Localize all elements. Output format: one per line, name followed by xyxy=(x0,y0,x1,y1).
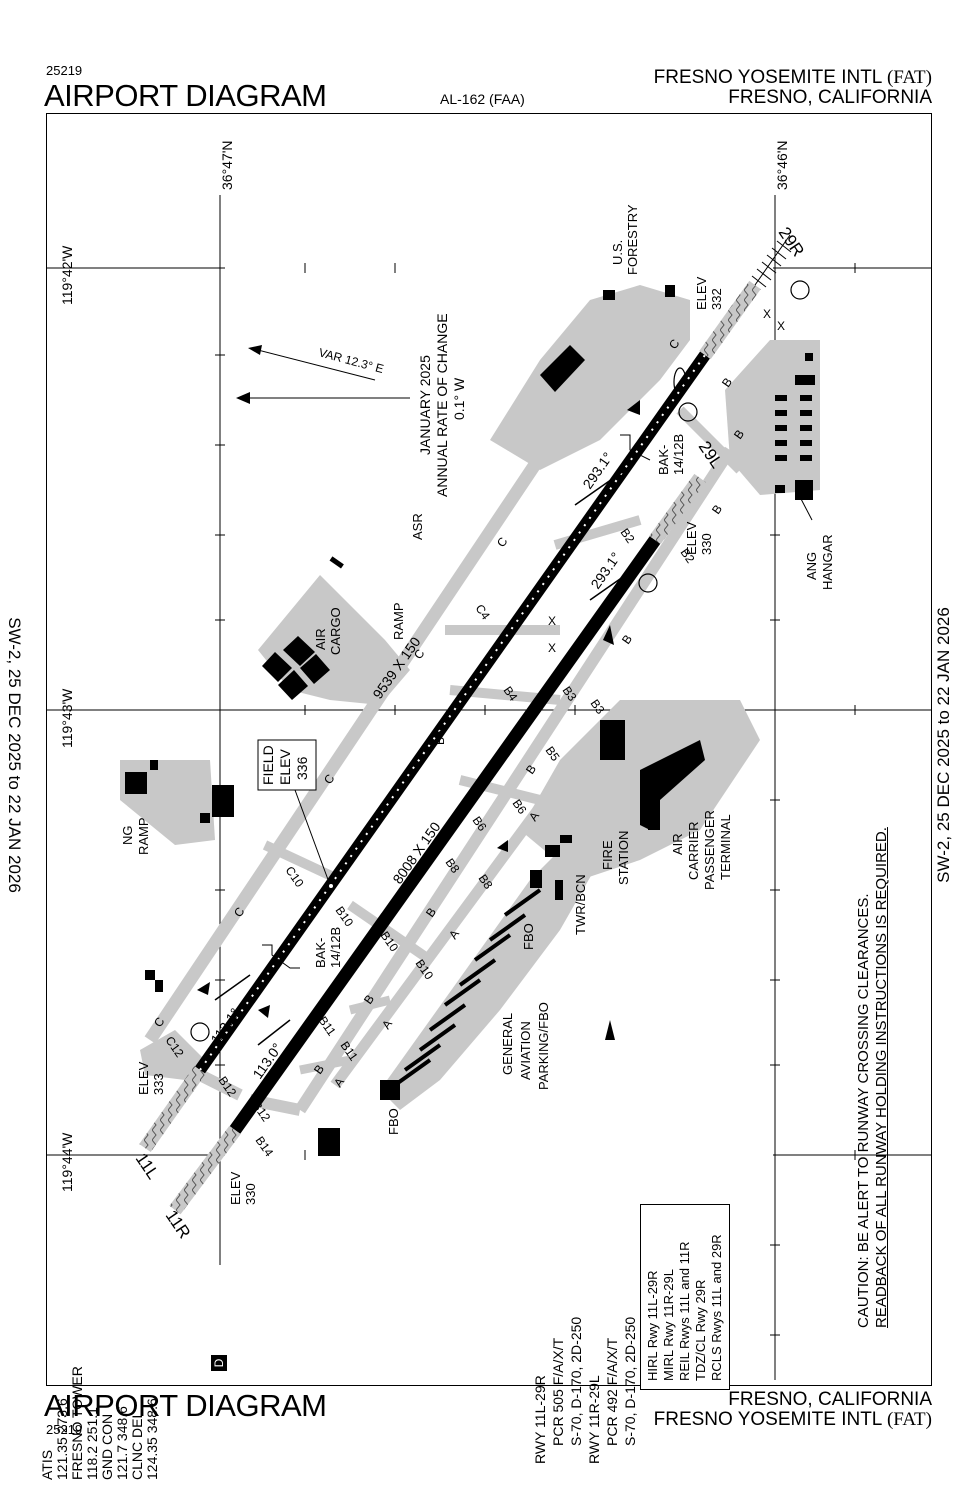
svg-text:B: B xyxy=(709,502,725,517)
airport-footer: FRESNO, CALIFORNIA FRESNO YOSEMITE INTL … xyxy=(654,1390,932,1430)
lon-b-label: 119°43'W xyxy=(59,688,75,748)
magnetic-variation: VAR 12.3° E JANUARY 2025 ANNUAL RATE OF … xyxy=(236,313,467,497)
elev-value-11l: 333 xyxy=(151,1073,166,1095)
svg-text:U.S.: U.S. xyxy=(610,240,625,265)
svg-text:B6: B6 xyxy=(433,730,447,745)
svg-text:14/12B: 14/12B xyxy=(328,927,343,968)
field-elev-value: 336 xyxy=(294,756,310,780)
airport-name-bottom: FRESNO YOSEMITE INTL xyxy=(653,1408,882,1430)
runway-11l-29r[interactable] xyxy=(139,280,761,1153)
chart-number-top: 25219 xyxy=(46,63,83,78)
caution-note: CAUTION: BE ALERT TO RUNWAY CROSSING CLE… xyxy=(855,827,890,1328)
svg-text:B3: B3 xyxy=(588,697,608,717)
svg-text:FIRE: FIRE xyxy=(600,840,615,870)
svg-text:X: X xyxy=(548,641,556,655)
runway-strength-block: RWY 11L-29R PCR 505 F/A/X/T S-70, D-170,… xyxy=(532,1316,638,1464)
lon-c-label: 119°44'W xyxy=(59,1132,75,1192)
field-elev-line1: FIELD xyxy=(260,745,276,785)
dlink-badge: D xyxy=(211,1355,227,1371)
svg-text:FORESTRY: FORESTRY xyxy=(625,204,640,275)
beacon-icons xyxy=(197,400,640,1040)
svg-text:FBO: FBO xyxy=(386,1108,401,1135)
svg-text:NG: NG xyxy=(120,826,135,846)
field-elev-line2: ELEV xyxy=(277,749,293,785)
svg-text:GENERAL: GENERAL xyxy=(500,1013,515,1075)
elev-label-11r: ELEV xyxy=(228,1171,243,1205)
elev-label-11l: ELEV xyxy=(136,1061,151,1095)
hot-spot-x: X X X X xyxy=(548,307,785,655)
approach-lights-29r xyxy=(751,234,792,288)
svg-text:STATION: STATION xyxy=(616,831,631,885)
svg-text:B: B xyxy=(619,632,635,647)
ang-parking xyxy=(775,395,812,461)
svg-text:C4: C4 xyxy=(473,602,493,623)
airport-id: (FAT) xyxy=(886,67,932,88)
elev-value-11r: 330 xyxy=(243,1183,258,1205)
elev-label-29l: ELEV xyxy=(684,521,699,555)
heading-arrows xyxy=(214,469,641,1046)
svg-text:TERMINAL: TERMINAL xyxy=(718,814,733,880)
svg-text:AVIATION: AVIATION xyxy=(518,1021,533,1080)
frequency-block: ATIS 121.35 273.6 FRESNO TOWER 118.2 251… xyxy=(39,1366,160,1480)
svg-text:PASSENGER: PASSENGER xyxy=(702,810,717,890)
elev-value-29l: 330 xyxy=(699,533,714,555)
svg-text:AIR: AIR xyxy=(670,833,685,855)
svg-text:14/12B: 14/12B xyxy=(671,434,686,475)
svg-text:ASR: ASR xyxy=(410,513,425,540)
svg-text:BAK-: BAK- xyxy=(656,445,671,475)
svg-text:PARKING/FBO: PARKING/FBO xyxy=(536,1002,551,1090)
chart-title-bottom: AIRPORT DIAGRAM xyxy=(44,1388,327,1423)
svg-text:X: X xyxy=(763,307,771,321)
mag-var-label: VAR 12.3° E xyxy=(317,345,385,376)
agency-code: AL-162 (FAA) xyxy=(440,91,525,107)
arresting-gear: BAK- 14/12B BAK- 14/12B xyxy=(262,434,686,969)
field-elevation-box: FIELD ELEV 336 xyxy=(257,739,334,889)
svg-text:C: C xyxy=(494,534,511,549)
ils-markers xyxy=(190,280,810,1042)
svg-text:RAMP: RAMP xyxy=(136,817,151,855)
runway-11r-29l[interactable] xyxy=(169,473,706,1215)
facility-labels: U.S. FORESTRY AIR CARGO RAMP ASR NG RAMP… xyxy=(120,204,835,1135)
diagram-frame xyxy=(46,113,932,1386)
chart-title-top: AIRPORT DIAGRAM xyxy=(44,78,327,113)
mag-date: JANUARY 2025 xyxy=(417,355,433,455)
lat-south-label: 36°46'N xyxy=(774,140,790,190)
svg-text:FBO: FBO xyxy=(521,923,536,950)
city-state-bottom: FRESNO, CALIFORNIA xyxy=(728,1389,932,1410)
runway-end-11r: 11R xyxy=(162,1207,194,1242)
svg-text:BAK-: BAK- xyxy=(313,938,328,968)
svg-text:ANG: ANG xyxy=(804,552,819,580)
airport-id-bottom: (FAT) xyxy=(886,1408,932,1430)
svg-text:B14: B14 xyxy=(253,1134,277,1160)
svg-text:RAMP: RAMP xyxy=(391,602,406,640)
city-state: FRESNO, CALIFORNIA xyxy=(728,86,932,108)
lat-north-label: 36°47'N xyxy=(219,140,235,190)
buildings xyxy=(125,285,815,1156)
svg-text:HANGAR: HANGAR xyxy=(820,534,835,590)
svg-text:AIR: AIR xyxy=(313,628,328,650)
lighting-box: HIRL Rwy 11L-29R MIRL Rwy 11R-29L REIL R… xyxy=(640,1204,730,1390)
chart-number-bottom: 25219 xyxy=(46,1422,83,1437)
mag-rate-value: 0.1° W xyxy=(451,377,467,420)
svg-text:X: X xyxy=(548,614,556,628)
lon-a-label: 119°42'W xyxy=(59,245,75,305)
svg-text:CARRIER: CARRIER xyxy=(686,821,701,880)
airport-header: FRESNO YOSEMITE INTL (FAT) FRESNO, CALIF… xyxy=(654,68,932,108)
svg-text:CARGO: CARGO xyxy=(328,607,343,655)
mag-rate-label: ANNUAL RATE OF CHANGE xyxy=(434,313,450,497)
elev-label-29r: ELEV xyxy=(694,276,709,310)
ang-pointer xyxy=(799,496,813,521)
svg-text:X: X xyxy=(777,319,785,333)
svg-text:TWR/BCN: TWR/BCN xyxy=(573,874,588,935)
ga-parking-rows xyxy=(393,888,542,1087)
elev-value-29r: 332 xyxy=(709,288,724,310)
airport-name: FRESNO YOSEMITE INTL xyxy=(653,67,882,88)
